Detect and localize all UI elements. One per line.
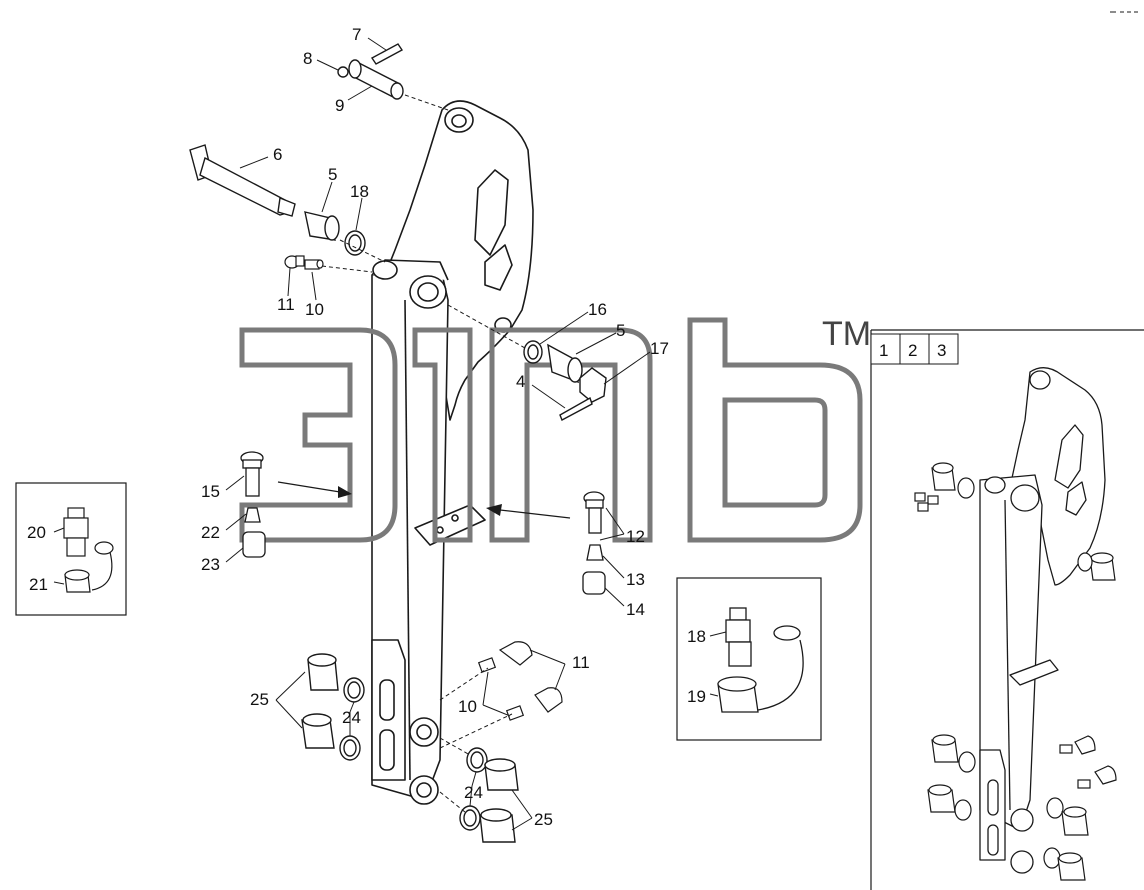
callout-16: 16 bbox=[588, 300, 607, 319]
callout-19: 19 bbox=[687, 687, 706, 706]
variant-tabs: 1 2 3 bbox=[870, 333, 959, 365]
callout-23: 23 bbox=[201, 555, 220, 574]
callout-21: 21 bbox=[29, 575, 48, 594]
callout-15: 15 bbox=[201, 482, 220, 501]
arrow-head bbox=[338, 486, 352, 498]
callout-11-lower: 11 bbox=[572, 653, 590, 672]
callout-17: 17 bbox=[650, 339, 669, 358]
variant-small-parts bbox=[914, 462, 1117, 881]
arrow-line bbox=[277, 481, 341, 493]
grease-fittings-upper bbox=[284, 255, 324, 270]
leader-lines bbox=[53, 37, 727, 831]
assembly-line bbox=[439, 737, 471, 756]
callout-8: 8 bbox=[303, 49, 312, 68]
callout-labels: 7 8 9 6 5 18 11 10 16 5 17 4 15 22 23 12… bbox=[27, 25, 706, 829]
callout-5-right: 5 bbox=[616, 321, 625, 340]
quick-coupling-right bbox=[717, 607, 804, 713]
hose-fittings-right bbox=[582, 491, 606, 595]
tab-3-label: 3 bbox=[937, 341, 946, 360]
callout-12: 12 bbox=[626, 527, 645, 546]
callout-24-left: 24 bbox=[342, 708, 361, 727]
arrow-line bbox=[499, 509, 571, 519]
callout-4: 4 bbox=[516, 372, 525, 391]
callout-6: 6 bbox=[273, 145, 282, 164]
callout-7: 7 bbox=[352, 25, 361, 44]
dipper-arm bbox=[371, 100, 534, 805]
quick-coupling-left bbox=[63, 507, 114, 593]
callout-14: 14 bbox=[626, 600, 645, 619]
pin-6-group bbox=[189, 144, 366, 256]
tab-1[interactable]: 1 bbox=[870, 333, 901, 365]
hose-fittings-left bbox=[240, 451, 266, 558]
callout-24-right: 24 bbox=[464, 783, 483, 802]
assembly-line bbox=[404, 94, 449, 111]
watermark bbox=[239, 317, 863, 543]
assembly-line bbox=[447, 304, 526, 349]
tab-3[interactable]: 3 bbox=[928, 333, 959, 365]
tab-2-label: 2 bbox=[908, 341, 917, 360]
assembly-line bbox=[439, 713, 513, 749]
callout-13: 13 bbox=[626, 570, 645, 589]
assembly-line bbox=[339, 239, 386, 263]
grease-fittings-lower bbox=[477, 641, 563, 721]
dipper-arm-variant bbox=[979, 367, 1106, 874]
callout-25-right: 25 bbox=[534, 810, 553, 829]
callout-10-lower: 10 bbox=[458, 697, 477, 716]
assembly-line bbox=[439, 667, 489, 701]
callout-20: 20 bbox=[27, 523, 46, 542]
assembly-line bbox=[439, 791, 466, 813]
callout-22: 22 bbox=[201, 523, 220, 542]
pin-assembly-top bbox=[337, 43, 404, 100]
tab-2[interactable]: 2 bbox=[899, 333, 930, 365]
callout-18-upper: 18 bbox=[350, 182, 369, 201]
arrow-head bbox=[486, 504, 502, 516]
assembly-line bbox=[321, 265, 373, 273]
callout-18-box: 18 bbox=[687, 627, 706, 646]
callout-25-left: 25 bbox=[250, 690, 269, 709]
lower-bushes bbox=[301, 653, 519, 843]
callout-11-upper: 11 bbox=[277, 295, 295, 314]
callout-5-upper: 5 bbox=[328, 165, 337, 184]
trademark-mark: TM bbox=[822, 315, 871, 353]
callout-9: 9 bbox=[335, 96, 344, 115]
bush-group-right bbox=[523, 340, 607, 421]
callout-10-upper: 10 bbox=[305, 300, 324, 319]
tab-1-label: 1 bbox=[879, 341, 888, 360]
